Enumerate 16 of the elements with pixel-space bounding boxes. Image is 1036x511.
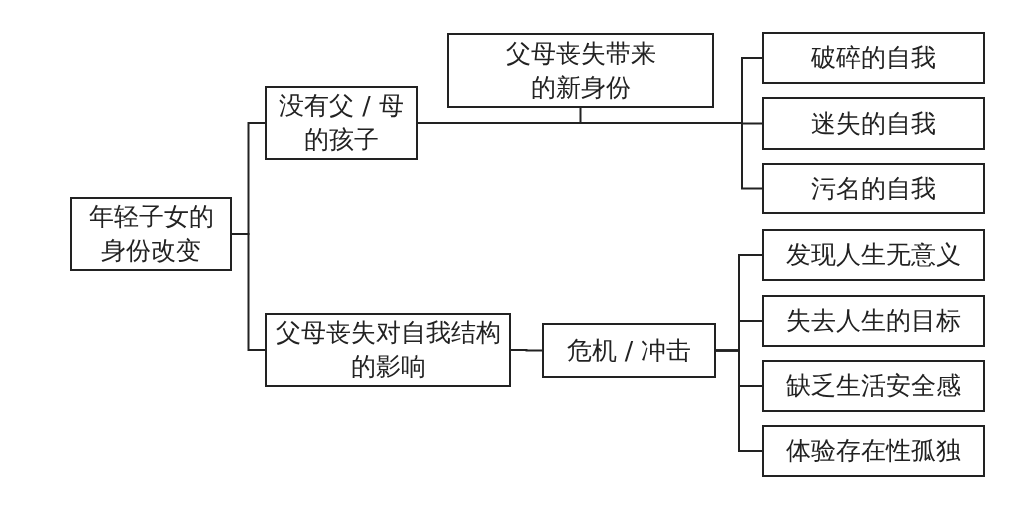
connector-line bbox=[510, 349, 543, 352]
connector-line bbox=[715, 349, 763, 452]
label-box: 发现人生无意义 bbox=[762, 229, 985, 281]
label-box: 迷失的自我 bbox=[762, 97, 985, 150]
label-box: 破碎的自我 bbox=[762, 32, 985, 84]
label-box: 污名的自我 bbox=[762, 163, 985, 214]
label-box: 没有父 / 母的孩子 bbox=[265, 86, 418, 160]
label-box: 危机 / 冲击 bbox=[542, 323, 716, 378]
label-box: 缺乏生活安全感 bbox=[762, 360, 985, 412]
label-box: 年轻子女的身份改变 bbox=[70, 197, 232, 271]
label-box: 体验存在性孤独 bbox=[762, 425, 985, 477]
connector-line bbox=[417, 107, 582, 124]
connector-line bbox=[231, 233, 266, 351]
label-box: 失去人生的目标 bbox=[762, 295, 985, 347]
label-box: 父母丧失带来的新身份 bbox=[447, 33, 714, 108]
label-box: 父母丧失对自我结构的影响 bbox=[265, 313, 511, 387]
